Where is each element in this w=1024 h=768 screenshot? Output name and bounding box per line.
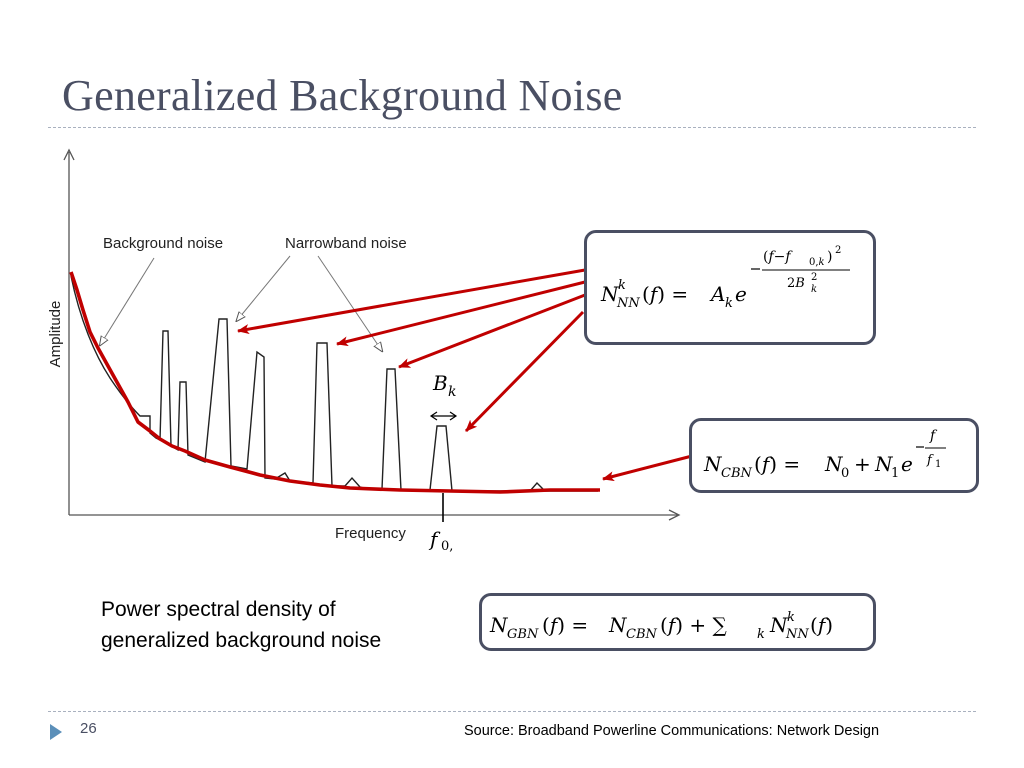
svg-text:0: 0 [841, 466, 849, 481]
svg-text:1: 1 [891, 466, 899, 481]
center-frequency-marker: f 0, [428, 493, 453, 554]
svg-text:2: 2 [811, 272, 817, 283]
narrowband-pointer-right [317, 255, 380, 348]
svg-text:(f) =: (f) = [542, 613, 588, 637]
pointer-to-peak-3 [398, 293, 586, 369]
narrowband-noise-equation-box: N k NN (f) = A k e (f−f 0,k ) 2 2B 2 k [584, 230, 876, 345]
svg-text:(f) + ∑: (f) + ∑ [660, 613, 727, 637]
pointer-to-peak-4 [464, 310, 585, 433]
svg-text:e: e [901, 452, 913, 476]
equation-pointers [237, 268, 693, 482]
caption-line-2: generalized background noise [101, 629, 382, 652]
background-noise-label: Background noise [103, 235, 223, 252]
svg-text:k: k [787, 610, 795, 625]
generalized-background-noise-equation: N GBN (f) = N CBN (f) + ∑ k N k NN (f) [489, 610, 833, 642]
svg-text:N: N [874, 452, 894, 476]
colored-background-noise-equation-box: N CBN (f) = N 0 + N 1 e f f 1 [689, 418, 979, 493]
svg-text:(f): (f) [810, 613, 833, 637]
svg-text:(f) =: (f) = [754, 452, 800, 476]
svg-text:NN: NN [616, 296, 640, 311]
svg-text:N: N [608, 613, 628, 637]
bandwidth-marker: B k [429, 371, 458, 421]
y-axis-label: Amplitude [47, 301, 64, 368]
svg-text:): ) [827, 249, 832, 265]
svg-text:0,k: 0,k [809, 257, 825, 268]
svg-text:+: + [854, 452, 871, 476]
footer-bullet-icon [50, 724, 62, 740]
source-citation: Source: Broadband Powerline Communicatio… [464, 723, 880, 739]
svg-text:f: f [929, 428, 938, 444]
svg-text:k: k [811, 284, 817, 295]
label-pointers [102, 255, 380, 348]
svg-text:GBN: GBN [507, 627, 539, 642]
bandwidth-subscript: k [448, 384, 456, 400]
slide-title: Generalized Background Noise [62, 71, 623, 120]
svg-text:f: f [926, 453, 934, 468]
svg-text:CBN: CBN [626, 627, 658, 642]
y-axis-arrow [63, 148, 75, 161]
figure-caption: Power spectral density of generalized ba… [101, 594, 381, 656]
svg-text:CBN: CBN [721, 466, 753, 481]
svg-text:(f) =: (f) = [642, 282, 688, 306]
svg-text:k: k [618, 278, 626, 293]
svg-text:2B: 2B [787, 276, 805, 291]
caption-line-1: Power spectral density of [101, 598, 336, 621]
svg-text:N: N [824, 452, 844, 476]
svg-text:N: N [600, 282, 620, 306]
title-divider [48, 127, 976, 128]
pointer-to-background-curve [602, 454, 693, 482]
svg-text:k: k [757, 627, 765, 642]
pointer-to-peak-2 [336, 280, 586, 347]
x-axis-arrow [668, 509, 681, 521]
center-frequency-subscript: 0, [441, 539, 453, 554]
narrowband-pointer-left [239, 255, 291, 318]
svg-text:(f−f: (f−f [763, 249, 793, 265]
x-axis-label: Frequency [335, 525, 406, 542]
svg-text:N: N [703, 452, 723, 476]
svg-text:1: 1 [935, 459, 941, 470]
measured-spectrum-line [70, 275, 598, 492]
narrowband-noise-label: Narrowband noise [285, 235, 407, 252]
svg-text:N: N [769, 613, 789, 637]
axes [63, 148, 681, 521]
svg-text:NN: NN [785, 627, 809, 642]
generalized-background-noise-equation-box: N GBN (f) = N CBN (f) + ∑ k N k NN (f) [479, 593, 876, 651]
svg-text:N: N [489, 613, 509, 637]
colored-background-noise-curve [69, 271, 600, 494]
colored-background-noise-equation: N CBN (f) = N 0 + N 1 e f f 1 [703, 428, 946, 481]
background-noise-pointer [102, 257, 155, 342]
svg-text:A: A [709, 282, 725, 306]
bandwidth-symbol: B [432, 371, 448, 395]
center-frequency-symbol: f [428, 527, 441, 551]
footer-divider [48, 711, 976, 712]
page-number: 26 [80, 720, 97, 737]
svg-text:2: 2 [835, 245, 841, 256]
narrowband-noise-equation: N k NN (f) = A k e (f−f 0,k ) 2 2B 2 k [600, 245, 850, 311]
svg-text:k: k [725, 296, 733, 311]
svg-text:e: e [735, 282, 747, 306]
pointer-to-peak-1 [237, 268, 586, 335]
